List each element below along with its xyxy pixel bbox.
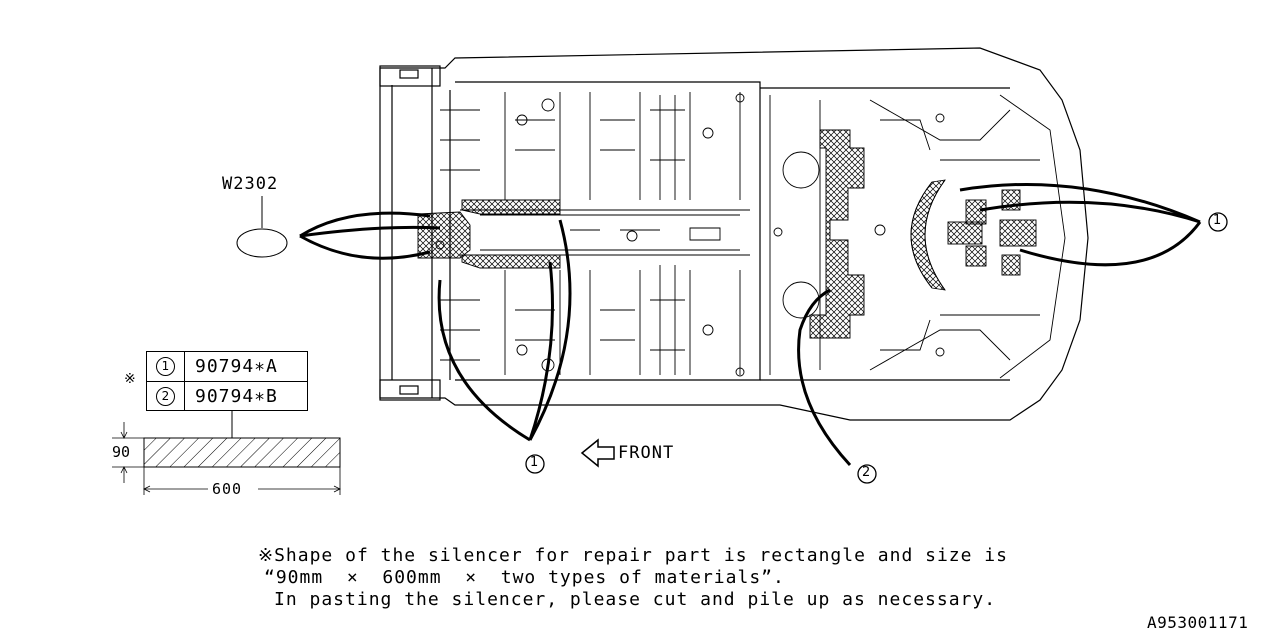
table-cell-num: 2: [147, 382, 185, 411]
note-line-3: In pasting the silencer, please cut and …: [274, 589, 997, 610]
table-cell-num: 1: [147, 352, 185, 381]
w2302-marker: [236, 196, 288, 258]
callout-2: 2: [862, 465, 872, 480]
dim-width-label: 600: [212, 480, 243, 498]
rear-arc-hatch: [910, 179, 946, 291]
dim-height-label: 90: [112, 443, 131, 461]
table-marker: ※: [124, 371, 137, 387]
silencer-swatch: [112, 411, 341, 495]
callout-circles: [525, 212, 1228, 484]
callout-num-icon: 1: [156, 357, 175, 376]
callout-1-rear: 1: [1213, 213, 1223, 228]
table-row: 1 90794∗A: [147, 352, 307, 382]
parts-table: 1 90794∗A 2 90794∗B: [146, 351, 308, 411]
note-line-1: ※Shape of the silencer for repair part i…: [258, 545, 1008, 566]
table-row: 2 90794∗B: [147, 382, 307, 411]
ref-code-label: W2302: [222, 174, 279, 194]
front-arrow: [580, 438, 615, 468]
leader-lines: [299, 183, 1202, 467]
note-line-2: “90mm × 600mm × two types of materials”.: [264, 567, 785, 588]
part-number: 90794∗A: [195, 356, 278, 377]
callout-1-front: 1: [530, 455, 540, 470]
silencer-pads: [417, 129, 1037, 339]
front-label: FRONT: [618, 443, 675, 463]
part-number: 90794∗B: [195, 386, 278, 407]
figure-id: A953001171: [1147, 613, 1249, 632]
callout-num-icon: 2: [156, 387, 175, 406]
